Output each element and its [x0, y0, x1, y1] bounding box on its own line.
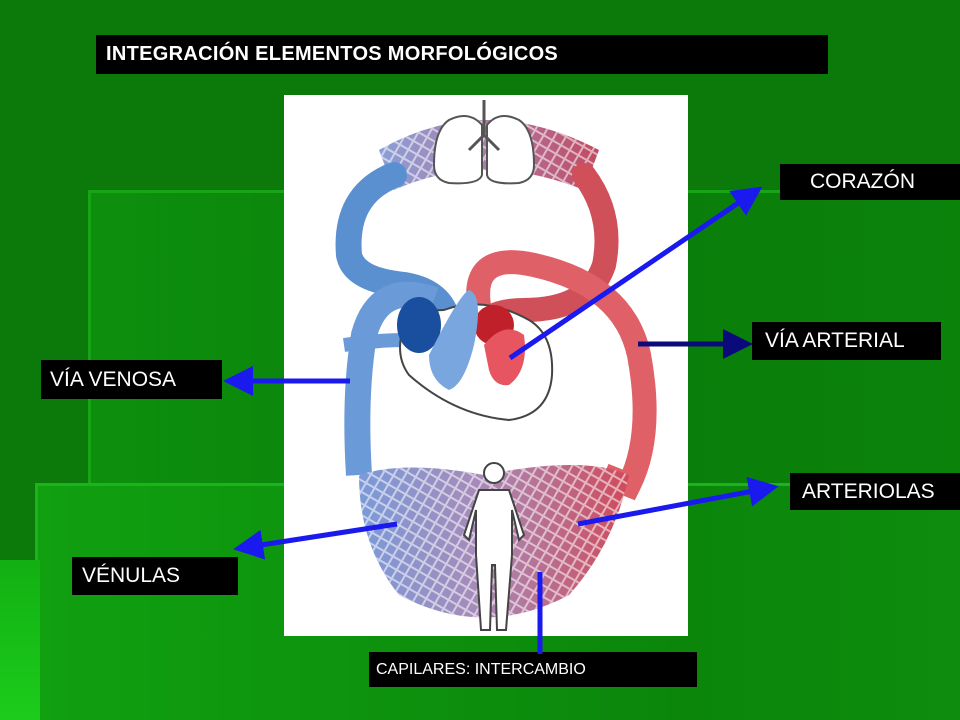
label-via-venosa: VÍA VENOSA [41, 360, 222, 399]
label-arteriolas: ARTERIOLAS [790, 473, 960, 510]
slide-title: INTEGRACIÓN ELEMENTOS MORFOLÓGICOS [96, 35, 828, 74]
label-via-arterial: VÍA ARTERIAL [752, 322, 941, 360]
background-strip [0, 560, 40, 720]
circulatory-diagram [284, 95, 688, 636]
label-venulas: VÉNULAS [72, 557, 238, 595]
label-capilares: CAPILARES: INTERCAMBIO [369, 652, 697, 687]
arrow-corazon [508, 186, 763, 361]
vena-cava [344, 281, 439, 476]
circulation-illustration [335, 100, 657, 631]
arrow-arteriolas [577, 477, 779, 527]
human-figure [462, 462, 526, 631]
label-corazon: CORAZÓN [780, 164, 960, 200]
lungs [432, 100, 536, 185]
heart [397, 290, 554, 422]
arrow-venulas [233, 521, 398, 560]
